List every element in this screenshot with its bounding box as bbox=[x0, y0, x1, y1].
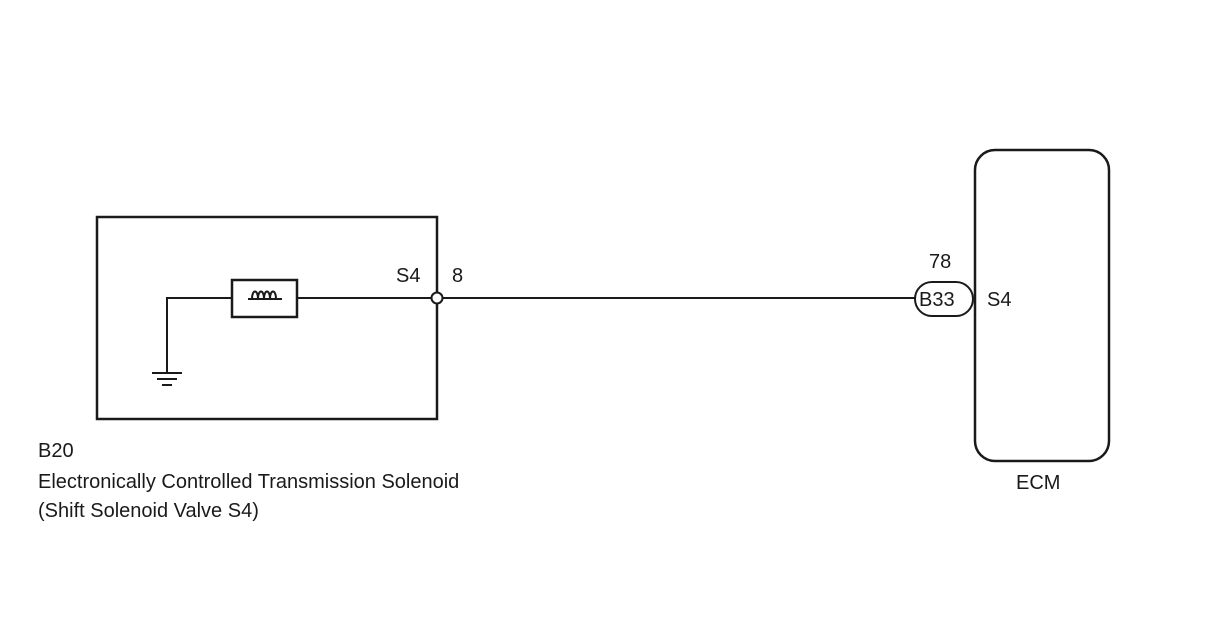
ecm-connector-id: B33 bbox=[919, 289, 955, 311]
ecm-terminal-number: 78 bbox=[929, 251, 952, 273]
solenoid-component-name: Electronically Controlled Transmission S… bbox=[38, 471, 460, 493]
solenoid-component-box bbox=[95, 215, 439, 421]
ecm-terminal-name: S4 bbox=[987, 289, 1012, 311]
solenoid-terminal-name: S4 bbox=[396, 265, 421, 287]
internal-ground-wire bbox=[166, 297, 232, 372]
solenoid-connector-id: B20 bbox=[38, 440, 74, 462]
solenoid-component-subtitle: (Shift Solenoid Valve S4) bbox=[38, 500, 259, 522]
terminal-node bbox=[430, 291, 444, 305]
coil-symbol-icon bbox=[230, 278, 299, 319]
ecm-connector-pill bbox=[914, 281, 974, 317]
ecm-component-name: ECM bbox=[1016, 472, 1061, 494]
ecm-component-box bbox=[973, 148, 1111, 463]
solenoid-terminal-number: 8 bbox=[452, 265, 464, 287]
ground-icon bbox=[152, 372, 182, 386]
